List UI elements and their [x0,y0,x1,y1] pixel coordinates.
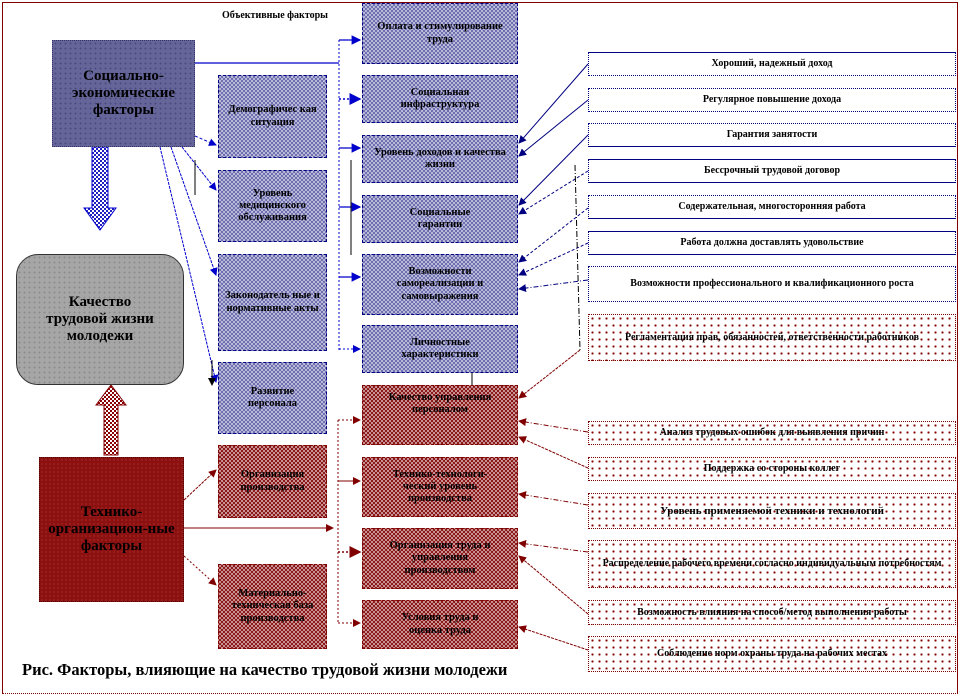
node-label: Возможности профессионального и квалифик… [630,278,914,290]
node-label: Развитие персонала [248,385,297,409]
node-label: Демографичес кая ситуация [228,104,317,128]
node-label: Работа должна доставлять удовольствие [680,237,864,249]
node-label: Социальные гарантии [409,206,471,230]
middle-factor-labor-organization[interactable]: Организация труда и управления производс… [362,528,518,589]
node-label: Социально-экономические факторы [71,67,176,119]
objective-factor-personnel-development[interactable]: Развитие персонала [218,362,327,434]
right-factor-meaningful-work[interactable]: Содержательная, многосторонняя работа [588,195,956,219]
node-label: Хороший, надежный доход [711,58,833,70]
middle-factor-tech-level[interactable]: Технико-технологи-ческий уровень произво… [362,457,518,517]
middle-factor-personal-characteristics[interactable]: Личностные характеристики [362,325,518,373]
node-label: Уровень доходов и качества жизни [374,146,506,170]
node-label: Возможность влияния на способ/метод выпо… [637,606,907,618]
up-block-arrow [95,384,127,456]
objective-factor-production-organization[interactable]: Организация производства [218,445,327,518]
objective-factor-demography[interactable]: Демографичес кая ситуация [218,75,327,158]
right-factor-professional-growth[interactable]: Возможности профессионального и квалифик… [588,266,956,302]
right-factor-technology-level[interactable]: Уровень применяемой техники и технологий [588,493,956,529]
quality-of-work-life-node[interactable]: Качество трудовой жизни молодежи [16,254,184,385]
right-factor-permanent-contract[interactable]: Бессрочный трудовой договор [588,159,956,183]
middle-factor-pay[interactable]: Оплата и стимулирование труда [362,3,518,64]
node-label: Содержательная, многосторонняя работа [678,201,866,213]
node-label: Поддержка со стороны коллег [703,463,841,475]
right-factor-safety-standards[interactable]: Соблюдение норм охраны труда на рабочих … [588,636,956,672]
figure-caption: Рис. Факторы, влияющие на качество трудо… [22,660,508,679]
node-label: Анализ трудовых ошибок для выявления при… [659,427,885,439]
node-label: Технико-организацион-ные факторы [48,503,175,555]
node-label: Гарантия занятости [726,129,818,141]
middle-factor-income-level[interactable]: Уровень доходов и качества жизни [362,135,518,183]
technical-organizational-factors-node[interactable]: Технико-организацион-ные факторы [39,457,184,602]
node-label: Организация производства [240,469,305,493]
node-label: Условия труда и оценка труда [401,612,479,636]
node-label: Качество трудовой жизни молодежи [46,293,154,345]
middle-factor-social-guarantees[interactable]: Социальные гарантии [362,195,518,243]
node-label: Технико-технологи-ческий уровень произво… [392,468,488,505]
objective-factor-legislation[interactable]: Законодатель ные и нормативные акты [218,254,327,351]
node-label: Материально-техническая база производств… [231,588,314,624]
middle-factor-personnel-management[interactable]: Качество управления персоналом [362,385,518,445]
objective-factor-medical[interactable]: Уровень медицинского обслуживания [218,170,327,242]
right-factor-error-analysis[interactable]: Анализ трудовых ошибок для выявления при… [588,421,956,445]
down-block-arrow [83,146,117,231]
right-factor-income-increase[interactable]: Регулярное повышение дохода [588,88,956,112]
node-label: Регулярное повышение дохода [702,94,842,106]
objective-factor-material-base[interactable]: Материально-техническая база производств… [218,564,327,649]
right-factor-employment-guarantee[interactable]: Гарантия занятости [588,123,956,147]
right-factor-regulation-of-rights[interactable]: Регламентация прав, обязанностей, ответс… [588,314,956,361]
red-connectors [183,349,589,651]
node-label: Законодатель ные и нормативные акты [225,290,320,314]
node-label: Качество управления персоналом [388,392,492,416]
node-label: Оплата и стимулирование труда [377,21,503,45]
node-label: Возможности самореализации и самовыражен… [396,266,484,302]
right-factor-work-satisfaction[interactable]: Работа должна доставлять удовольствие [588,231,956,255]
middle-factor-self-realization[interactable]: Возможности самореализации и самовыражен… [362,254,518,315]
right-blue-connectors [518,63,589,351]
node-label: Распределение рабочего времени согласно … [602,558,942,570]
node-label: Соблюдение норм охраны труда на рабочих … [656,648,888,660]
node-label: Регламентация прав, обязанностей, ответс… [624,331,919,343]
middle-factor-work-conditions[interactable]: Условия труда и оценка труда [362,600,518,649]
right-factor-colleague-support[interactable]: Поддержка со стороны коллег [588,457,956,481]
right-factor-time-distribution[interactable]: Распределение рабочего времени согласно … [588,540,956,588]
right-factor-work-method-influence[interactable]: Возможность влияния на способ/метод выпо… [588,600,956,625]
node-label: Личностные характеристики [401,336,479,360]
objective-factors-label: Объективные факторы [222,10,328,21]
middle-factor-social-infrastructure[interactable]: Социальная инфраструктура [362,75,518,123]
node-label: Уровень применяемой техники и технологий [660,504,884,517]
socio-economic-factors-node[interactable]: Социально-экономические факторы [52,40,195,147]
node-label: Социальная инфраструктура [400,86,480,110]
node-label: Уровень медицинского обслуживания [238,187,307,224]
node-label: Организация труда и управления производс… [389,540,491,576]
right-factor-good-income[interactable]: Хороший, надежный доход [588,52,956,76]
node-label: Бессрочный трудовой договор [703,165,841,177]
